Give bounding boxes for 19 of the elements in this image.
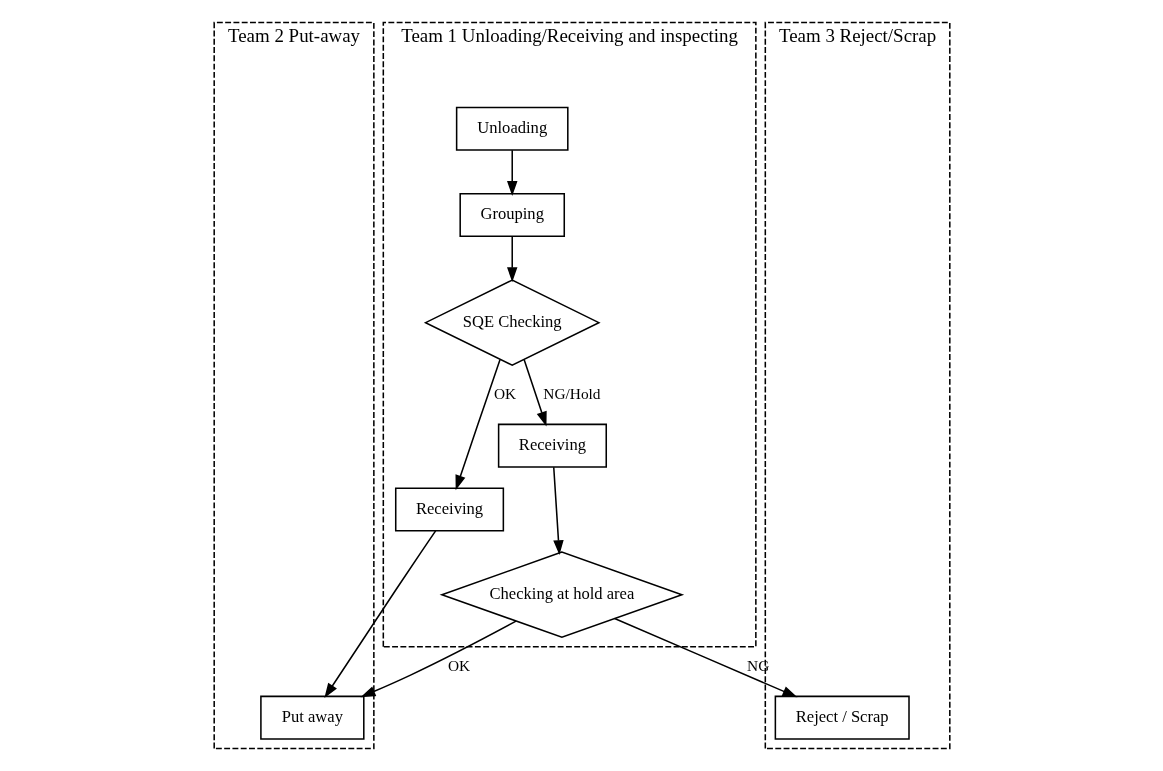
node-diamond: Checking at hold area — [439, 551, 684, 639]
arrow — [323, 530, 436, 699]
node-box: Grouping — [458, 192, 565, 238]
node-diamond: SQE Checking — [423, 279, 601, 367]
node-box: Receiving — [497, 423, 607, 468]
arrow — [360, 620, 517, 698]
edge-label: OK — [493, 384, 516, 402]
arrow — [613, 617, 797, 698]
node-box: Unloading — [455, 106, 569, 151]
node-box: Put away — [259, 695, 365, 740]
node-box: Reject / Scrap — [774, 695, 910, 740]
arrow — [455, 358, 501, 491]
arrow — [506, 235, 517, 283]
edge-label: NG/Hold — [542, 384, 601, 402]
arrow — [552, 466, 564, 556]
arrow — [522, 358, 547, 427]
edge-label: OK — [447, 656, 470, 674]
node-box: Receiving — [394, 487, 504, 532]
arrow — [506, 149, 517, 197]
